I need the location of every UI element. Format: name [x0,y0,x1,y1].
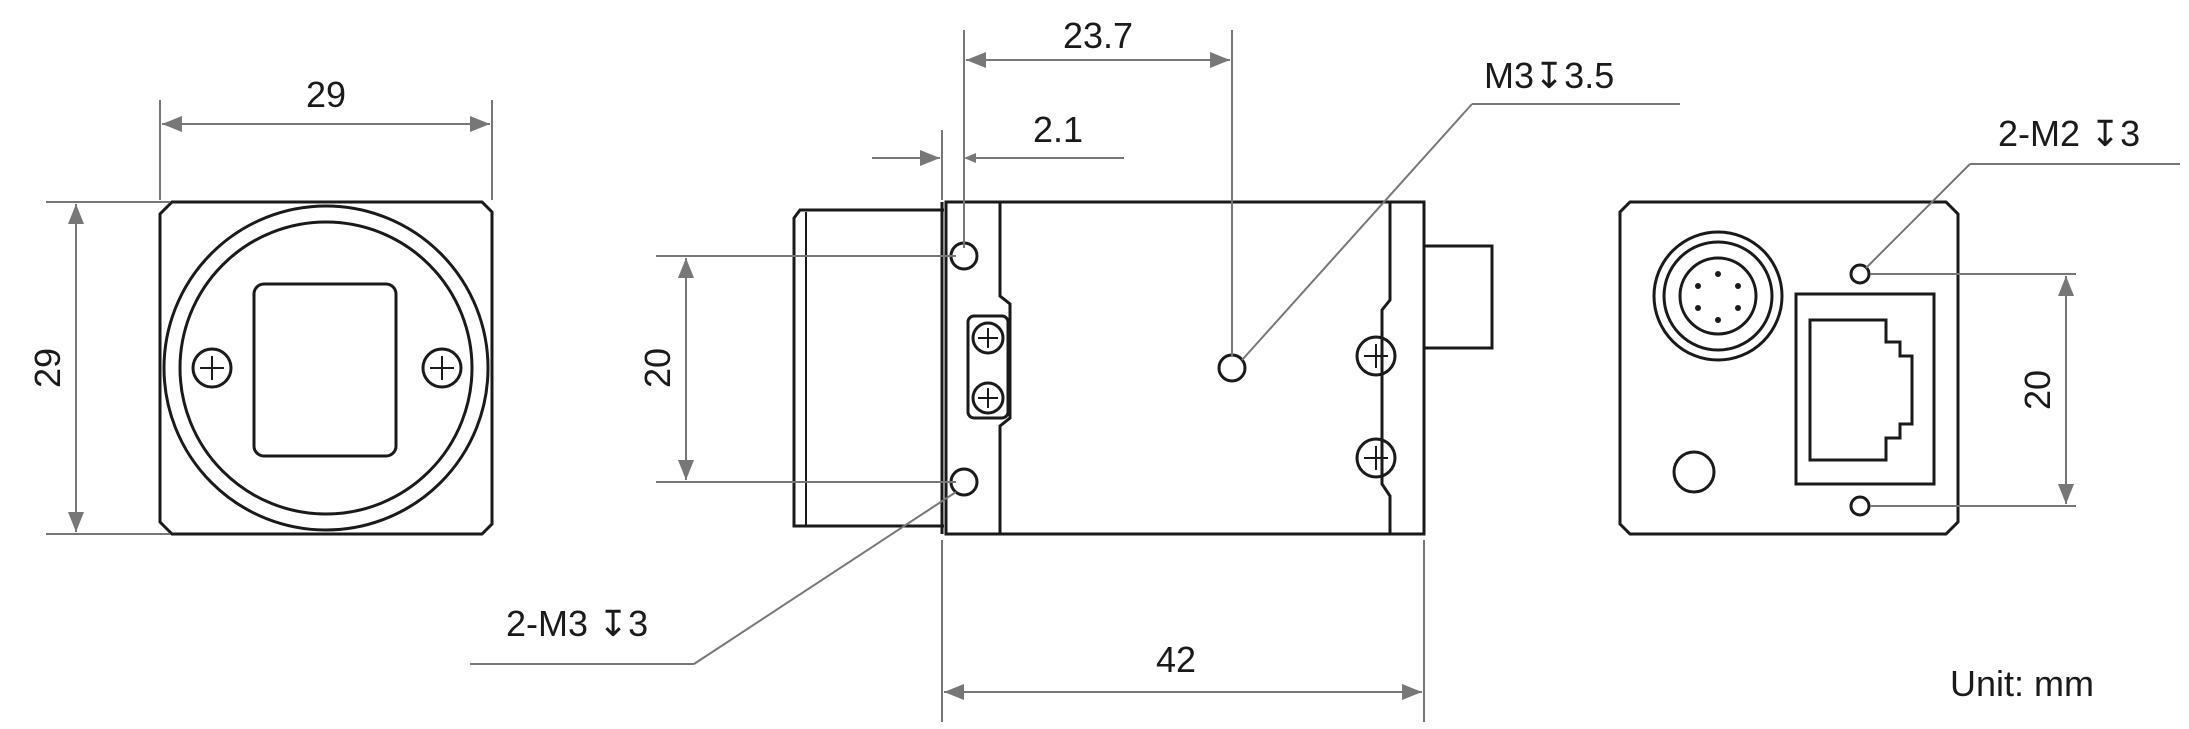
flange-label: 2.1 [1033,109,1083,150]
sensor-window [252,282,398,458]
side-hole-spacing-label: 20 [637,348,678,388]
overall-length-label: 42 [1156,639,1196,680]
body-front-step [998,202,1012,534]
side-screw-2-icon [971,381,1005,415]
rear-view: 20 2-M2 ↧3 [1618,113,2180,536]
front-width-label: 29 [306,74,346,115]
side-view: 23.7 2.1 20 42 M3↧3.5 2-M3 ↧3 [470,15,1680,722]
lens-mount-body [792,208,944,528]
led-indicator-icon [1672,450,1716,494]
front-mount-ring-outer [162,204,490,532]
rear-connector [1422,244,1494,350]
front-screw-right-icon [421,347,463,389]
rear-hole-top-icon [1849,263,1871,285]
side-screw-plate [966,314,1010,420]
top-thread-label: M3↧3.5 [1484,55,1614,96]
hole-offset-label: 23.7 [1063,15,1133,56]
io-connector-outer-icon [1652,230,1784,362]
front-view: 29 29 [27,74,494,536]
camera-main-body [944,200,1426,536]
rear-hole-bottom-icon [1849,495,1871,517]
front-mount-ring-inner [178,220,474,516]
io-connector-mid-icon [1662,240,1774,352]
side-screw-1-icon [971,321,1005,355]
rear-body-outline [1618,200,1960,536]
front-screw-left-icon [191,347,233,389]
io-connector-pins-icon [1695,271,1741,323]
rear-thread-label: 2-M2 ↧3 [1998,113,2140,154]
rear-hole-spacing-label: 20 [2017,370,2058,410]
front-body-outline [158,200,494,536]
ethernet-port-icon [1808,318,1914,462]
front-height-label: 29 [27,348,68,388]
body-rear-step [1380,202,1392,534]
ethernet-port-frame [1794,292,1936,486]
side-screw-3-icon [1355,335,1397,377]
side-hole-center-icon [1217,353,1247,383]
side-screw-4-icon [1355,437,1397,479]
units-label: Unit: mm [1950,663,2094,704]
io-connector-inner-icon [1678,256,1758,336]
bottom-thread-label: 2-M3 ↧3 [506,603,648,644]
